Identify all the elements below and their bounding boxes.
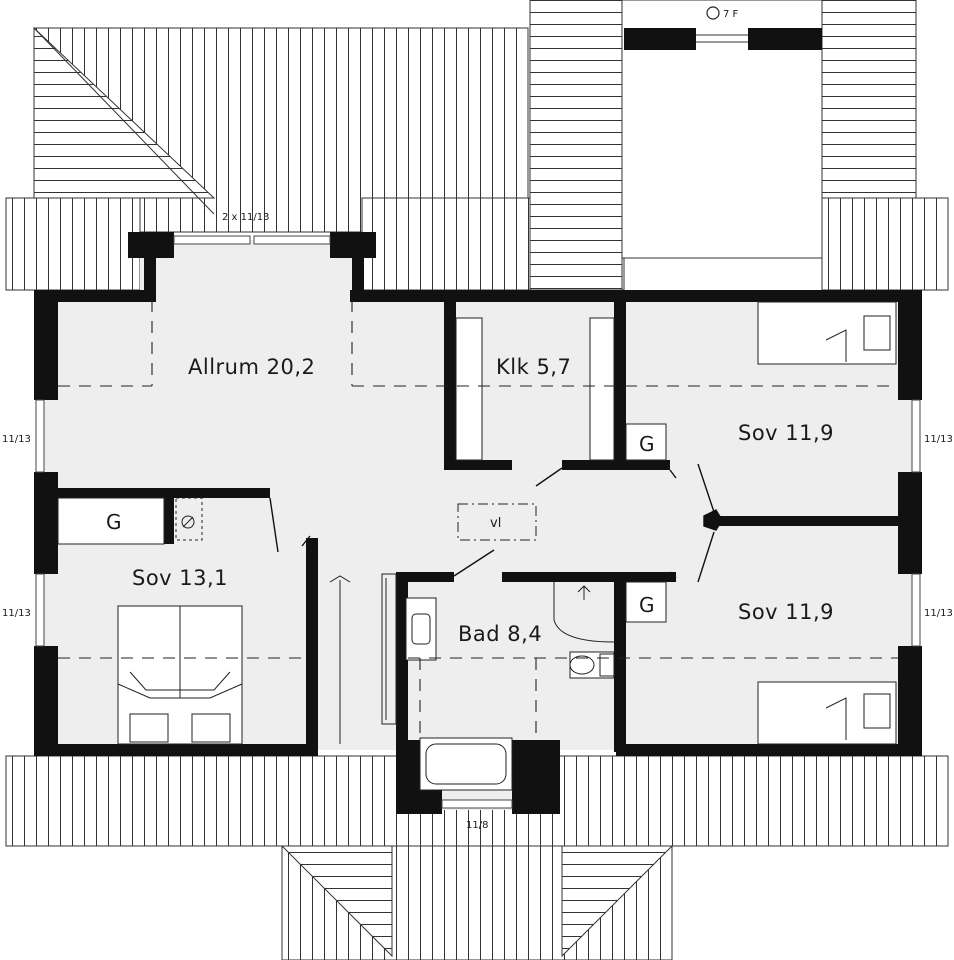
window-label-top: 2 x 11/13 (222, 212, 269, 223)
window-label-right-lower: 11/13 (924, 608, 953, 619)
chimney-windows (624, 6, 822, 50)
window-labels: 2 x 11/13 11/13 11/13 11/13 11/13 11/8 7… (2, 9, 953, 831)
room-label-allrum: Allrum 20,2 (188, 355, 315, 379)
room-label-sov-ne: Sov 11,9 (738, 421, 834, 445)
fixtures (57, 301, 897, 791)
window-label-chimney: 7 F (723, 9, 739, 20)
room-label-bad: Bad 8,4 (458, 622, 542, 646)
slope-lines (58, 300, 898, 740)
windows (35, 235, 921, 809)
wardrobe-label-se: G (639, 593, 655, 617)
window-label-left-upper: 11/13 (2, 434, 31, 445)
window-label-bottom: 11/8 (466, 820, 488, 831)
bed-icon (757, 681, 897, 745)
room-label-sov-w: Sov 13,1 (132, 566, 228, 590)
room-label-klk: Klk 5,7 (496, 355, 571, 379)
walls (34, 232, 922, 814)
bed-icon (757, 301, 897, 365)
wardrobe-label-w: G (106, 510, 122, 534)
room-labels: Allrum 20,2 Klk 5,7 Sov 11,9 Sov 13,1 Ba… (132, 355, 834, 646)
wardrobe-label-ne: G (639, 432, 655, 456)
door-swings (269, 463, 723, 583)
window-label-right-upper: 11/13 (924, 434, 953, 445)
chimney-circle-icon (706, 6, 720, 20)
window-label-left-lower: 11/13 (2, 608, 31, 619)
room-label-sov-se: Sov 11,9 (738, 600, 834, 624)
vl-label: vl (490, 516, 501, 531)
fixture-labels: G G G vl (106, 432, 655, 617)
